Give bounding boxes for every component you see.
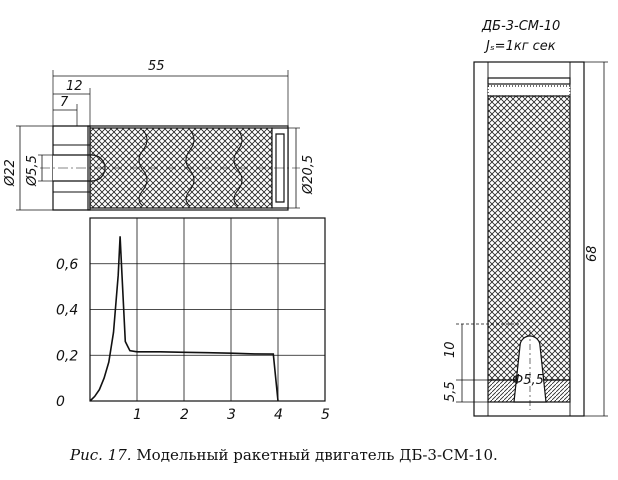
thrust-curve [89,236,279,402]
x-tick-label: 3 [227,407,236,423]
x-tick-label: 4 [274,407,283,423]
wavy-line [138,129,148,207]
chart-ticks: 1 2 3 4 5 0 0,2 0,4 0,6 [56,257,330,423]
top-cap [487,77,571,85]
caption-text: Модельный ракетный двигатель ДБ-3-СМ-10. [136,446,498,464]
outer-tube [473,61,585,417]
x-tick-label: 5 [321,407,330,423]
propellant-grain-vertical [487,95,571,381]
dim-length-55: 55 [148,59,165,74]
engine-dimension-labels: 55 12 7 Ø22 Ø5,5 Ø20,5 [3,59,316,195]
right-header: ДБ-3-СМ-10 Jₛ=1кг сек [481,19,560,54]
right-section-drawing [456,61,608,417]
engine-section-drawing [16,70,300,211]
dim-height-68: 68 [585,245,600,262]
impulse-label: Jₛ=1кг сек [483,39,556,54]
y-tick-label: 0,2 [56,348,78,364]
wavy-line [233,129,243,207]
x-tick-label: 1 [133,407,142,423]
wavy-line [185,129,195,207]
chart-grid [89,217,326,402]
dim-height-10: 10 [443,341,458,358]
y-tick-label: 0,4 [56,303,78,319]
right-dimension-labels: 68 10 5,5 Ф5,5 [443,245,600,402]
powder-layer [487,85,571,97]
y-tick-label: 0 [56,394,65,410]
dim-diameter-22: Ø22 [3,159,18,187]
thrust-chart: 1 2 3 4 5 0 0,2 0,4 0,6 [56,217,330,423]
dim-height-5-5: 5,5 [443,381,458,402]
dim-diameter-5-5: Ø5,5 [25,155,40,187]
y-tick-label: 0,6 [56,257,78,273]
caption-label: Рис. 17. [70,446,132,464]
dim-diameter-20-5: Ø20,5 [301,155,316,195]
dim-length-7: 7 [60,95,69,110]
dim-length-12: 12 [66,79,83,94]
x-tick-label: 2 [180,407,189,423]
figure-caption: Рис. 17. Модельный ракетный двигатель ДБ… [70,446,610,464]
dim-channel-diameter: Ф5,5 [512,373,544,388]
engine-name: ДБ-3-СМ-10 [481,19,560,34]
